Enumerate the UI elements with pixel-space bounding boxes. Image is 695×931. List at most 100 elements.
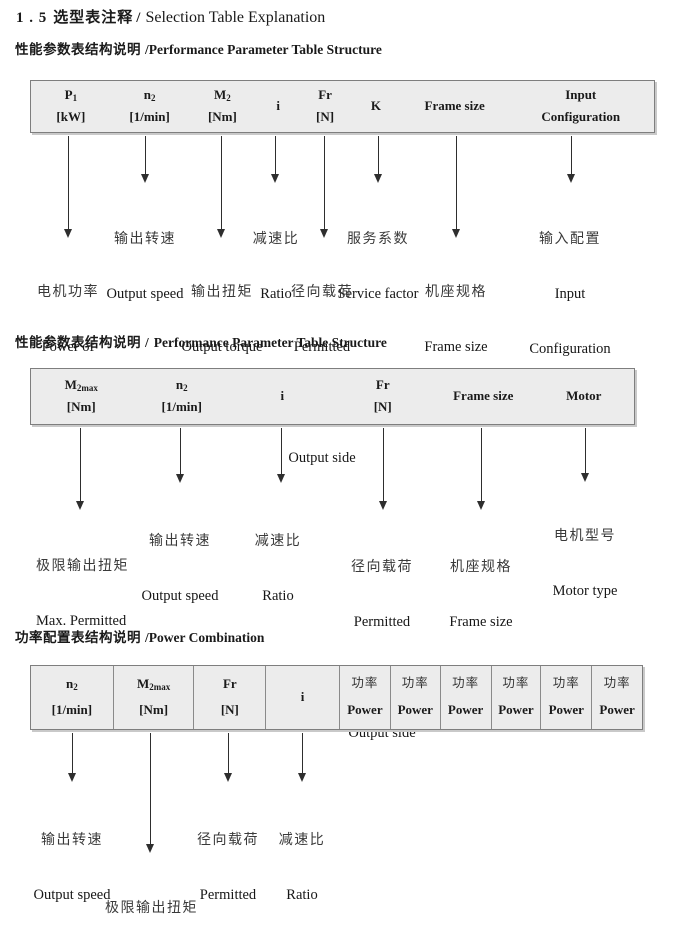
col-input-line1: Input: [565, 87, 597, 102]
col-n2-symbol: n2: [143, 87, 156, 103]
col-i: i: [232, 369, 333, 424]
arrow-fr: [378, 428, 387, 510]
col-fr-unit: [N]: [316, 109, 335, 124]
col-fr: Fr [N]: [300, 81, 350, 132]
col-power-3: 功率 Power: [441, 666, 492, 729]
col-i: i: [266, 666, 340, 729]
col-fr: Fr [N]: [194, 666, 267, 729]
col-motor: Motor: [534, 369, 635, 424]
col-power-6: 功率 Power: [599, 676, 635, 717]
col-i-symbol: i: [300, 689, 305, 704]
col-fr-unit: [N]: [220, 702, 239, 717]
col-fr: Fr [N]: [333, 369, 434, 424]
callout-output-speed: 输出转速 Output speed: [106, 230, 184, 302]
callout-ratio: 减速比 Ratio: [278, 831, 326, 903]
callout-overhung-load: 径向载荷 Permitted Overhung load Output side: [196, 831, 259, 903]
title-slash: /: [136, 10, 141, 26]
callout-motor-type: 电机型号 Motor type: [552, 527, 618, 599]
callout-max-output-torque: 极限输出扭矩 Max. Permitted Output torque: [105, 899, 198, 915]
arrow-i: [276, 428, 285, 483]
arrow-n2: [67, 733, 76, 782]
section3-heading-zh: 功率配置表结构说明: [15, 630, 141, 645]
callout-input-configuration: 输入配置 Input Configuration: [529, 230, 611, 357]
arrow-p1: [63, 136, 72, 238]
col-p1-unit: [kW]: [56, 109, 86, 124]
col-m2: M2 [Nm]: [189, 81, 257, 132]
col-n2-symbol: n2: [66, 676, 78, 692]
performance-table-2: M2max [Nm] n2 [1/min] i Fr [N] Frame siz…: [30, 368, 635, 425]
callout-frame-size: 机座规格 Frame size: [449, 558, 513, 630]
col-n2-unit: [1/min]: [51, 702, 93, 717]
callout-frame-size: 机座规格 Frame size: [424, 283, 488, 355]
col-k: K: [350, 81, 402, 132]
col-i-symbol: i: [280, 388, 285, 403]
col-fr-symbol: Fr: [375, 377, 390, 392]
arrow-i: [270, 136, 279, 183]
page-title-en: Selection Table Explanation: [145, 9, 326, 26]
col-m2-symbol: M2: [214, 87, 231, 103]
section3-heading-slash: /: [145, 630, 149, 645]
col-k-symbol: K: [370, 98, 381, 113]
section2-heading-en: Performance Parameter Table Structure: [153, 335, 387, 350]
col-n2-unit: [1/min]: [161, 399, 202, 414]
section2-heading-zh: 性能参数表结构说明: [15, 335, 141, 350]
col-power-5: 功率 Power: [541, 666, 593, 729]
col-frame-size: Frame size: [402, 81, 508, 132]
callout-ratio: 减速比 Ratio: [254, 532, 302, 604]
section-number: 1 . 5: [16, 10, 48, 26]
callout-output-speed: 输出转速 Output speed: [33, 831, 111, 903]
arrow-n2: [175, 428, 184, 483]
arrow-m2max: [75, 428, 84, 510]
col-fr-symbol: Fr: [222, 676, 237, 691]
col-power-2: 功率 Power: [391, 666, 441, 729]
section3-heading-en: Power Combination: [148, 630, 265, 645]
callout-output-speed: 输出转速 Output speed: [141, 532, 219, 604]
arrow-i: [297, 733, 306, 782]
callout-ratio: 减速比 Ratio: [252, 230, 300, 302]
arrow-m2: [216, 136, 225, 238]
col-n2: n2 [1/min]: [31, 666, 114, 729]
col-frame-size: Frame size: [433, 369, 534, 424]
col-p1-symbol: P1: [64, 87, 78, 103]
col-frame-size-label: Frame size: [453, 388, 514, 403]
col-m2max-unit: [Nm]: [66, 399, 96, 414]
section1-heading-en: Performance Parameter Table Structure: [148, 42, 382, 57]
section2-heading-slash: /: [145, 335, 149, 350]
arrow-n2: [140, 136, 149, 183]
col-input-configuration: Input Configuration: [507, 81, 654, 132]
col-n2: n2 [1/min]: [132, 369, 233, 424]
col-p1: P1 [kW]: [31, 81, 111, 132]
arrow-frame-size: [451, 136, 460, 238]
section1-heading-slash: /: [145, 42, 149, 57]
col-m2max: M2max [Nm]: [31, 369, 132, 424]
arrow-input-configuration: [566, 136, 575, 183]
page-title-zh: 选型表注释: [53, 9, 134, 26]
callout-service-factor: 服务系数 Service factor: [337, 230, 419, 302]
col-m2-unit: [Nm]: [207, 109, 237, 124]
col-i: i: [256, 81, 300, 132]
col-m2max-symbol: M2max: [64, 377, 98, 393]
col-input-line2: Configuration: [541, 109, 621, 124]
section3-heading: 功率配置表结构说明 /Power Combination: [15, 626, 264, 646]
arrow-k: [373, 136, 382, 183]
col-m2max-symbol: M2max: [136, 676, 171, 692]
col-m2max: M2max [Nm]: [114, 666, 195, 729]
arrow-fr: [319, 136, 328, 238]
col-i-symbol: i: [276, 98, 281, 113]
col-motor-label: Motor: [566, 388, 602, 403]
page-title: 1 . 5 选型表注释/Selection Table Explanation: [16, 6, 325, 27]
col-fr-symbol: Fr: [318, 87, 332, 102]
col-n2-unit: [1/min]: [129, 109, 170, 124]
callout-output-torque: 输出扭矩 Output torque: [181, 283, 263, 355]
performance-table-1: P1 [kW] n2 [1/min] M2 [Nm] i Fr [N] K Fr…: [30, 80, 655, 133]
arrow-frame-size: [476, 428, 485, 510]
col-power-4: 功率 Power: [492, 666, 542, 729]
col-fr-unit: [N]: [373, 399, 392, 414]
col-n2-symbol: n2: [175, 377, 188, 393]
col-m2max-unit: [Nm]: [139, 702, 169, 717]
col-power-1: 功率 Power: [340, 666, 391, 729]
section2-heading: 性能参数表结构说明 / Performance Parameter Table St…: [15, 331, 387, 351]
arrow-motor: [580, 428, 589, 482]
section1-heading: 性能参数表结构说明/Performance Parameter Table St…: [15, 38, 382, 58]
